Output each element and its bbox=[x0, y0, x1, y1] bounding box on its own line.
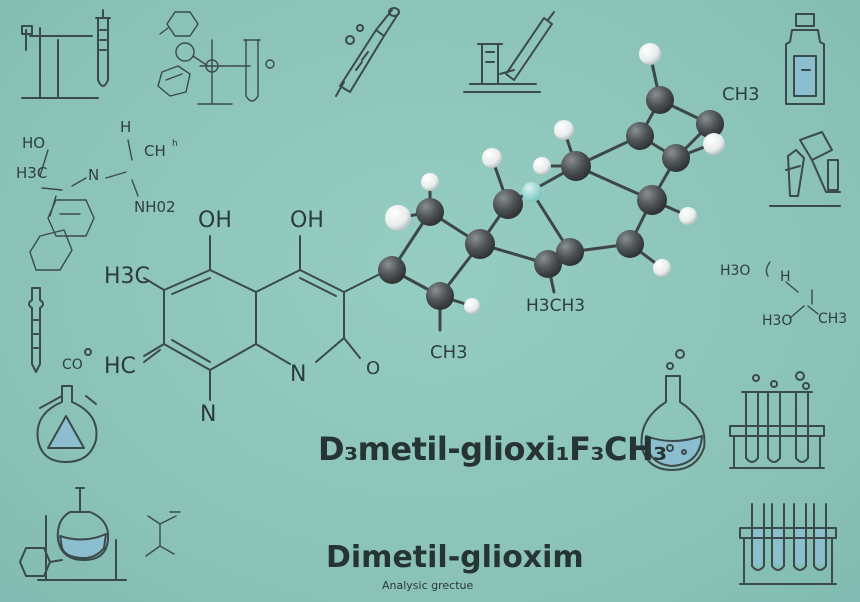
subtitle: Analysic grectue bbox=[382, 579, 474, 592]
label-ch3-top: CH3 bbox=[722, 84, 760, 105]
label-n-bottom: N bbox=[200, 402, 217, 427]
main-title: D₃metil-glioxi₁F₃CH₃ bbox=[318, 430, 667, 468]
label-left-h: H bbox=[120, 118, 132, 136]
label-right-h: H bbox=[780, 269, 791, 285]
small-molecule-sketch bbox=[157, 11, 275, 105]
label-left-ch: CH bbox=[144, 142, 166, 160]
ball-and-stick-molecule bbox=[378, 43, 725, 332]
secondary-title: Dimetil-glioxim bbox=[326, 540, 584, 575]
label-oh-right: OH bbox=[290, 208, 324, 233]
label-left-n: N bbox=[88, 166, 100, 184]
label-left-nh: NH02 bbox=[134, 198, 176, 216]
label-h3ch3: H3CH3 bbox=[526, 296, 586, 316]
microscope-icon bbox=[769, 131, 841, 207]
label-left-h-small: h bbox=[172, 139, 178, 149]
label-hc: HC bbox=[104, 354, 136, 379]
reagent-bottle-icon bbox=[785, 13, 825, 105]
flask-icon-left bbox=[36, 348, 98, 463]
label-ch3-low: CH3 bbox=[430, 342, 468, 363]
label-right-h3o-low: H3O bbox=[762, 313, 793, 329]
clamp-stand-icon bbox=[21, 9, 111, 99]
pipette-icon bbox=[335, 7, 400, 97]
small-bond-sketch bbox=[145, 511, 181, 557]
right-structure-sketch bbox=[765, 261, 819, 319]
label-o: O bbox=[366, 358, 381, 379]
label-n-ring: N bbox=[290, 362, 307, 387]
flask-icon-right bbox=[640, 349, 706, 471]
label-co: CO bbox=[62, 357, 83, 373]
label-h3c: H3C bbox=[104, 264, 150, 289]
label-right-ch3: CH3 bbox=[818, 311, 848, 327]
label-oh-left: OH bbox=[198, 208, 232, 233]
left-pipette-icon bbox=[28, 287, 44, 373]
dimethylglyoxime-ring-structure bbox=[143, 235, 385, 401]
burette-stand-icon bbox=[463, 11, 555, 93]
left-structure-sketch bbox=[29, 139, 139, 271]
flask-setup-icon bbox=[19, 487, 127, 581]
test-tube-rack-icon-2 bbox=[739, 503, 837, 585]
label-left-ho: HO bbox=[22, 134, 46, 152]
label-left-h3c: H3C bbox=[16, 164, 48, 182]
test-tube-rack-icon bbox=[729, 371, 825, 469]
label-right-h3o: H3O bbox=[720, 263, 751, 279]
